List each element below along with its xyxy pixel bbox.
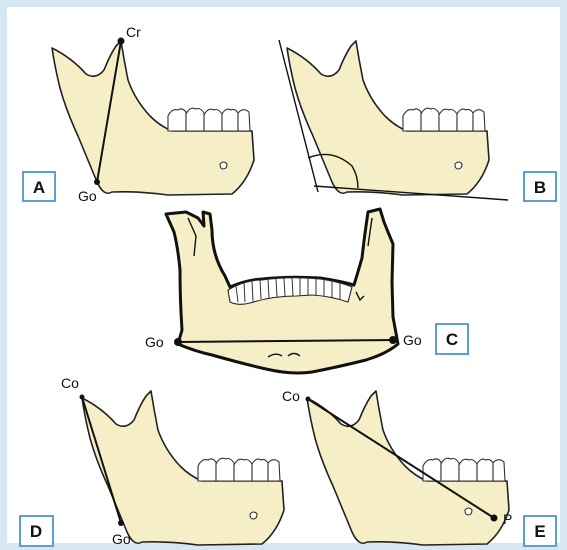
go-point-c-left xyxy=(174,338,182,346)
panel-c-label: C xyxy=(446,330,458,349)
panel-c: Go Go C xyxy=(145,209,468,373)
teeth-d xyxy=(198,458,280,481)
go-point-c-right xyxy=(389,336,397,344)
panel-a-label: A xyxy=(33,178,45,197)
panel-d: Co Go D xyxy=(20,375,284,547)
cr-point xyxy=(118,38,125,45)
mental-foramen-b xyxy=(455,162,462,169)
teeth-e xyxy=(423,458,505,481)
label-go-c-right: Go xyxy=(403,332,422,348)
label-go-d: Go xyxy=(112,531,131,547)
go-point-d xyxy=(118,520,124,526)
mental-foramen-d xyxy=(250,512,257,519)
panel-a: Cr Go A xyxy=(23,24,254,204)
teeth-a xyxy=(168,108,250,131)
label-co-e: Co xyxy=(282,388,300,404)
panel-e: Co P E xyxy=(282,388,556,546)
label-p-e: P xyxy=(503,511,512,527)
mental-foramen-a xyxy=(220,162,227,169)
co-point-e xyxy=(306,397,311,402)
label-go-c-left: Go xyxy=(145,334,164,350)
label-co-d: Co xyxy=(61,375,79,391)
panel-e-label: E xyxy=(534,522,545,541)
p-point-e xyxy=(491,515,498,522)
mental-foramen-e xyxy=(465,508,472,515)
panel-d-label: D xyxy=(30,522,42,541)
go-point-a xyxy=(94,179,100,185)
co-point-d xyxy=(80,395,85,400)
label-go-a: Go xyxy=(78,188,97,204)
panel-b: B xyxy=(279,40,556,201)
label-cr: Cr xyxy=(126,24,141,40)
panel-b-label: B xyxy=(534,178,546,197)
teeth-b xyxy=(403,108,485,131)
